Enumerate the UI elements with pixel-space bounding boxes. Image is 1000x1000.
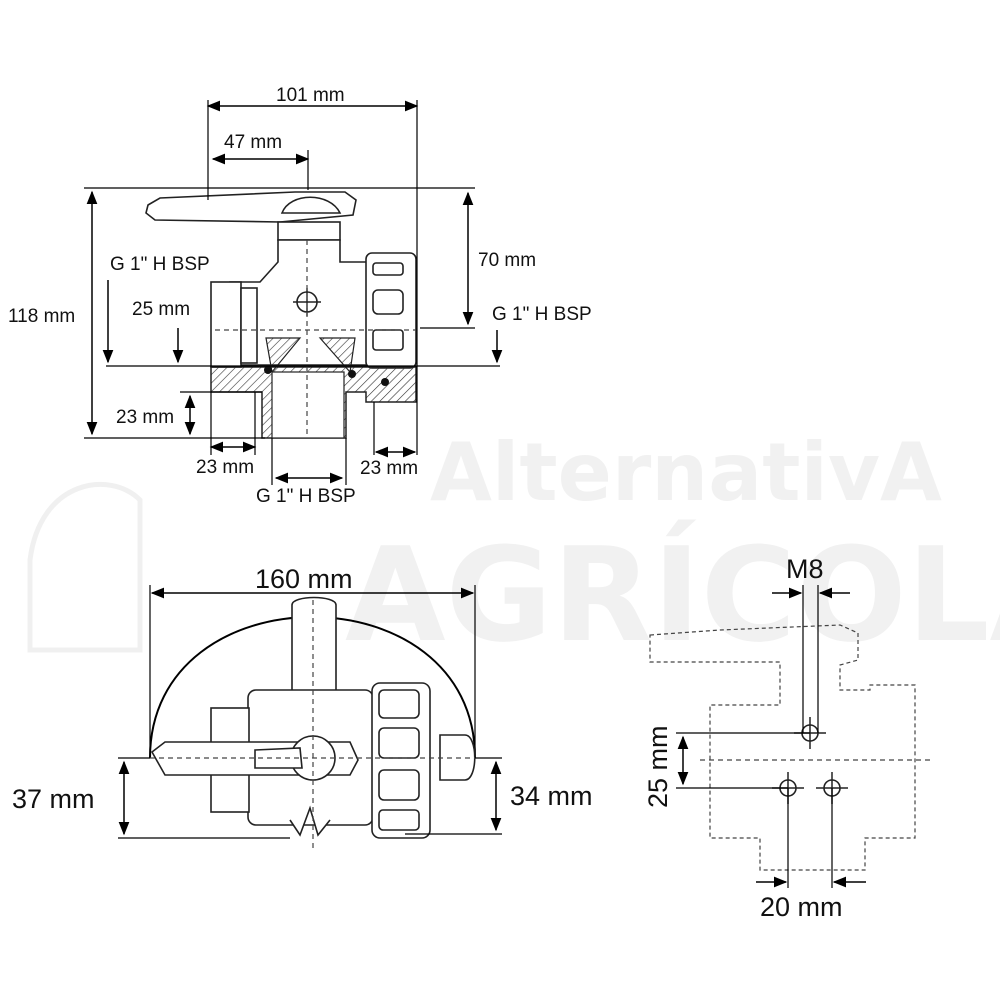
dim-20-label: 20 mm (760, 892, 843, 922)
front-left-neck (240, 287, 258, 364)
side-body-outline (649, 624, 916, 871)
watermark: AlternativA AGRÍCOLA (27, 426, 1000, 671)
dim-37-label: 37 mm (12, 784, 95, 814)
watermark-line1: AlternativA (430, 426, 942, 519)
front-handle-hub (280, 196, 342, 214)
front-view: 101 mm 47 mm 118 mm 70 mm G 1" H BSP G 1… (8, 85, 592, 507)
dim-47-label: 47 mm (224, 132, 282, 153)
dim-70-label: 70 mm (478, 250, 536, 271)
port-bottom-label: G 1" H BSP (256, 486, 356, 507)
port-left-label: G 1" H BSP (110, 254, 210, 275)
dim-160-label: 160 mm (255, 564, 353, 594)
front-nut-rib-2 (372, 289, 404, 315)
dim-23-right-label: 23 mm (360, 458, 418, 479)
dim-25-label: 25 mm (132, 299, 190, 320)
front-bottom-bore (271, 371, 345, 439)
front-stem (277, 221, 341, 241)
thread-label: M8 (786, 554, 824, 584)
plan-bottom-mount (289, 805, 331, 837)
front-nut-rib-1 (372, 262, 404, 276)
dim-23-height-label: 23 mm (116, 407, 174, 428)
dim-101-label: 101 mm (276, 85, 345, 106)
dim-25-vertical-label: 25 mm (643, 725, 673, 808)
port-right-label: G 1" H BSP (492, 304, 592, 325)
watermark-tractor-icon (27, 482, 143, 653)
front-nut-rib-3 (372, 329, 404, 351)
plan-view: 160 mm 37 mm 34 mm (12, 564, 593, 850)
dim-23-left-label: 23 mm (196, 457, 254, 478)
dim-118-label: 118 mm (8, 306, 75, 327)
side-view: M8 25 mm 20 mm (643, 554, 930, 922)
dim-34-label: 34 mm (510, 781, 593, 811)
watermark-line2: AGRÍCOLA (345, 519, 1000, 671)
front-left-nut (210, 281, 242, 368)
